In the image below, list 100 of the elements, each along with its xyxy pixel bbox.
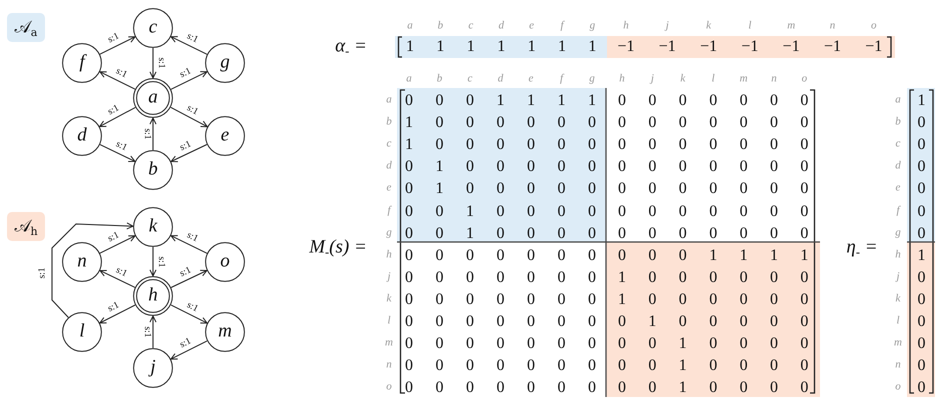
edge-label: s:1 xyxy=(113,266,128,280)
state-label: d xyxy=(77,126,87,144)
automaton-badge xyxy=(7,212,45,241)
state-label: j xyxy=(150,358,156,376)
arrow xyxy=(100,270,136,288)
matrix-entry: 0 xyxy=(740,292,748,308)
edge-label: s:1 xyxy=(185,301,200,314)
matrix-entry: 0 xyxy=(740,181,748,198)
column-header: c xyxy=(468,74,472,84)
matrix-entry: 0 xyxy=(618,137,626,154)
matrix-entry: 0 xyxy=(588,358,596,374)
state-circle xyxy=(133,8,173,48)
matrix-entry: 0 xyxy=(527,358,535,374)
matrix-entry: 0 xyxy=(527,292,535,308)
row-header: j xyxy=(387,271,391,282)
vector-entry: 1 xyxy=(918,248,926,264)
matrix-entry: 0 xyxy=(558,358,566,374)
arrow xyxy=(150,316,156,348)
matrix-entry: 0 xyxy=(618,248,626,264)
matrix-entry: 0 xyxy=(648,159,656,176)
state-circle xyxy=(133,348,173,388)
matrix-entry: 0 xyxy=(648,204,656,220)
matrix-entry: 0 xyxy=(496,181,504,198)
row-header: k xyxy=(896,293,900,304)
matrix-entry: 0 xyxy=(800,292,808,308)
matrix-entry: 1 xyxy=(466,204,474,220)
state-circle xyxy=(133,150,173,190)
vector-entry: 0 xyxy=(918,314,926,330)
matrix-entry: 0 xyxy=(558,204,566,220)
matrix-entry: 0 xyxy=(618,93,626,109)
arrow xyxy=(170,144,208,162)
matrix-entry: 0 xyxy=(678,93,687,109)
column-header: a xyxy=(407,20,413,32)
matrix-entry: 0 xyxy=(800,358,808,374)
column-header: m xyxy=(787,20,796,32)
matrix-entry: 0 xyxy=(800,181,808,198)
state-circle xyxy=(62,43,102,83)
matrix-entry: 0 xyxy=(496,358,504,374)
matrix-entry: 0 xyxy=(800,137,808,154)
matrix-entry: 0 xyxy=(678,270,687,286)
matrix-entry: 0 xyxy=(588,181,596,198)
matrix-entry: 0 xyxy=(588,292,596,308)
row-header: e xyxy=(386,182,392,194)
matrix-entry: 0 xyxy=(405,358,413,374)
matrix-entry: 0 xyxy=(588,204,596,220)
matrix-entry: 0 xyxy=(740,270,748,286)
matrix-entry: 0 xyxy=(800,380,808,396)
vector-entry: 1 xyxy=(528,39,536,55)
matrix-entry: 0 xyxy=(496,115,504,132)
row-header: c xyxy=(386,138,392,150)
matrix-entry: 0 xyxy=(740,137,748,154)
vector-entry: 0 xyxy=(918,292,926,308)
row-header: k xyxy=(386,293,392,304)
matrix-entry: 0 xyxy=(527,270,535,286)
matrix-entry: 0 xyxy=(709,314,718,330)
vector-entry: 1 xyxy=(436,39,444,55)
matrix-entry: 0 xyxy=(496,204,504,220)
matrix-entry: 0 xyxy=(800,159,808,176)
row-header: c xyxy=(896,138,900,150)
matrix-entry: 0 xyxy=(770,336,778,352)
column-header: h xyxy=(619,74,625,84)
matrix-entry: 0 xyxy=(618,226,626,242)
matrix-entry: 0 xyxy=(466,137,474,154)
matrix-entry: 0 xyxy=(709,159,718,176)
matrix-entry: 0 xyxy=(709,380,718,396)
arrow xyxy=(150,246,156,276)
matrix-entry: 1 xyxy=(770,248,778,264)
row-header: d xyxy=(386,160,392,172)
arrow xyxy=(170,304,208,324)
matrix-entry: 0 xyxy=(709,270,718,286)
state-label: g xyxy=(220,52,230,72)
column-header: f xyxy=(560,74,564,84)
matrix-entry: 0 xyxy=(648,380,656,396)
edge-label: s:1 xyxy=(107,232,122,245)
matrix-entry: 1 xyxy=(678,380,687,396)
matrix-entry: 0 xyxy=(527,159,535,176)
state-label: k xyxy=(148,216,158,236)
arrow xyxy=(170,340,208,360)
matrix-entry: 0 xyxy=(588,270,596,286)
matrix-entry: 0 xyxy=(678,181,687,198)
matrix-entry: 0 xyxy=(436,270,444,286)
edge-label: s:1 xyxy=(155,256,165,268)
vector-entry: −1 xyxy=(741,39,758,55)
matrix-entry: 0 xyxy=(770,226,778,242)
matrix-entry: 0 xyxy=(709,358,718,374)
arrow xyxy=(170,71,208,90)
row-header: m xyxy=(894,338,902,349)
column-header: j xyxy=(666,20,669,32)
matrix-entry: 0 xyxy=(800,314,808,330)
matrix-entry: 0 xyxy=(527,181,535,198)
edge-label: s:1 xyxy=(178,337,193,350)
matrix-entry: 0 xyxy=(436,93,444,109)
row-header: g xyxy=(895,227,901,238)
vector-entry: 0 xyxy=(918,226,926,242)
state-label: m xyxy=(218,322,232,340)
matrix-entry: 0 xyxy=(770,115,778,132)
accepting-state-circle xyxy=(133,78,173,118)
row-header: g xyxy=(386,227,392,238)
vector-entry: 0 xyxy=(918,115,926,132)
matrix-entry: 0 xyxy=(648,226,656,242)
